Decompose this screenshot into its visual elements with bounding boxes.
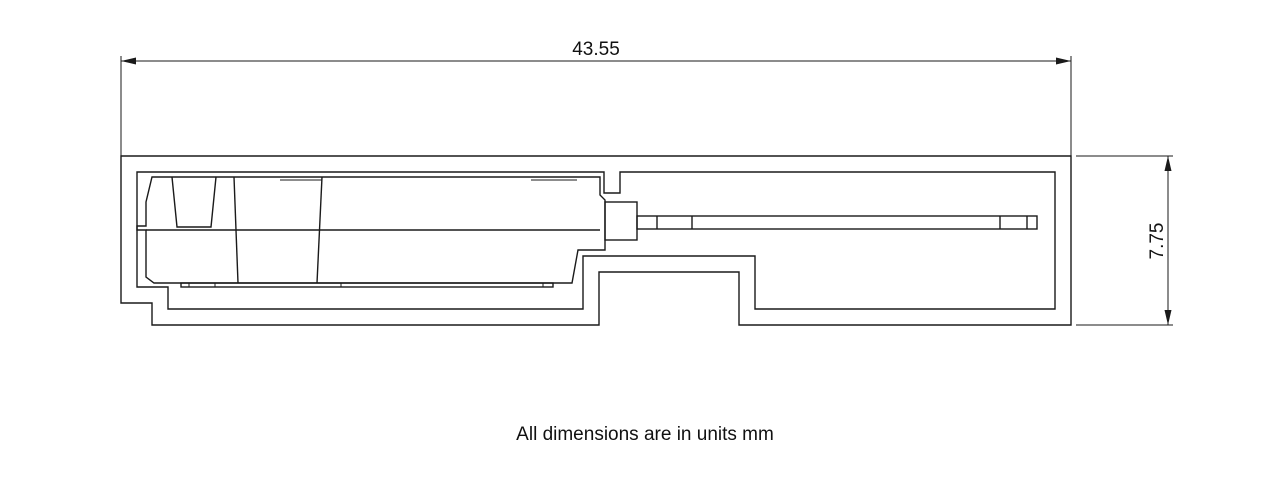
- width-dimension: 43.55: [120, 39, 1072, 156]
- height-dimension-label: 7.75: [1147, 223, 1168, 260]
- housing-outer-outline: [120, 155, 1072, 326]
- housing-inner-outline: [136, 171, 1056, 310]
- plug-collar: [604, 201, 638, 241]
- width-dimension-label: 43.55: [572, 39, 620, 60]
- units-note: All dimensions are in units mm: [516, 424, 774, 445]
- plug-body: [136, 176, 606, 284]
- contact-pin: [636, 215, 1038, 230]
- height-dimension: 7.75: [1076, 155, 1173, 326]
- plug-bottom-rail: [180, 282, 554, 288]
